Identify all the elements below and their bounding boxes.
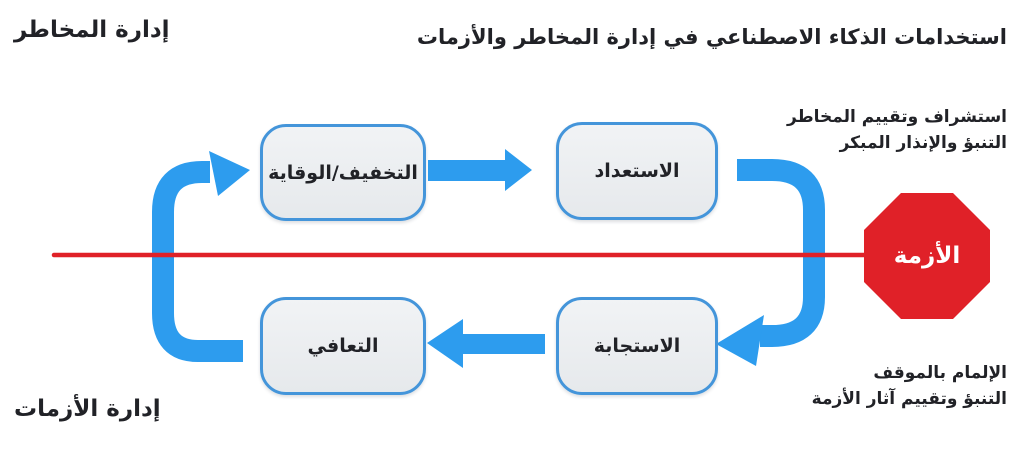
bottom-arrow (427, 319, 545, 368)
risk-management-label: إدارة المخاطر (14, 17, 170, 43)
annotation-pre-crisis-line2: التنبؤ والإنذار المبكر (839, 133, 1007, 154)
annotation-post-crisis-line2: التنبؤ وتقييم آثار الأزمة (811, 389, 1007, 410)
cycle-box-response-label: الاستجابة (593, 335, 681, 357)
cycle-box-preparedness: الاستعداد (556, 122, 718, 220)
crisis-badge: الأزمة (864, 193, 990, 319)
right-loop-arrowhead (716, 315, 764, 366)
left-loop-arrowhead (209, 151, 250, 196)
cycle-box-response: الاستجابة (556, 297, 718, 395)
cycle-box-mitigation: التخفيف/الوقاية (260, 124, 426, 221)
left-loop-arrow (152, 161, 243, 362)
crisis-badge-text: الأزمة (893, 243, 961, 269)
cycle-box-mitigation-label: التخفيف/الوقاية (268, 161, 418, 184)
cycle-box-recovery-label: التعافي (307, 335, 379, 357)
cycle-box-recovery: التعافي (260, 297, 426, 395)
top-arrow (428, 149, 532, 191)
annotation-post-crisis: الإلمام بالموقف التنبؤ وتقييم آثار الأزم… (812, 360, 1007, 413)
crisis-stop-octagon (864, 193, 990, 319)
cycle-box-preparedness-label: الاستعداد (594, 160, 680, 182)
crisis-management-label: إدارة الأزمات (14, 396, 161, 422)
annotation-post-crisis-line1: الإلمام بالموقف (873, 363, 1007, 383)
annotation-pre-crisis: استشراف وتقييم المخاطر التنبؤ والإنذار ا… (787, 104, 1007, 157)
annotation-pre-crisis-line1: استشراف وتقييم المخاطر (787, 107, 1007, 127)
page-title: استخدامات الذكاء الاصطناعي في إدارة المخ… (416, 25, 1007, 49)
